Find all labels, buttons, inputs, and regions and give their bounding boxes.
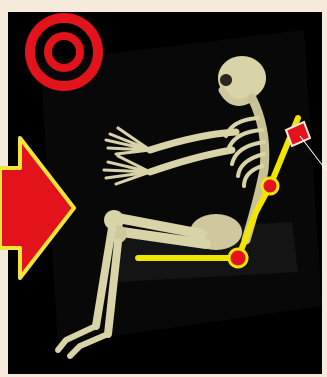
hip-joint-marker	[229, 249, 247, 267]
eye-socket	[220, 74, 232, 86]
back-joint-marker	[262, 178, 278, 194]
